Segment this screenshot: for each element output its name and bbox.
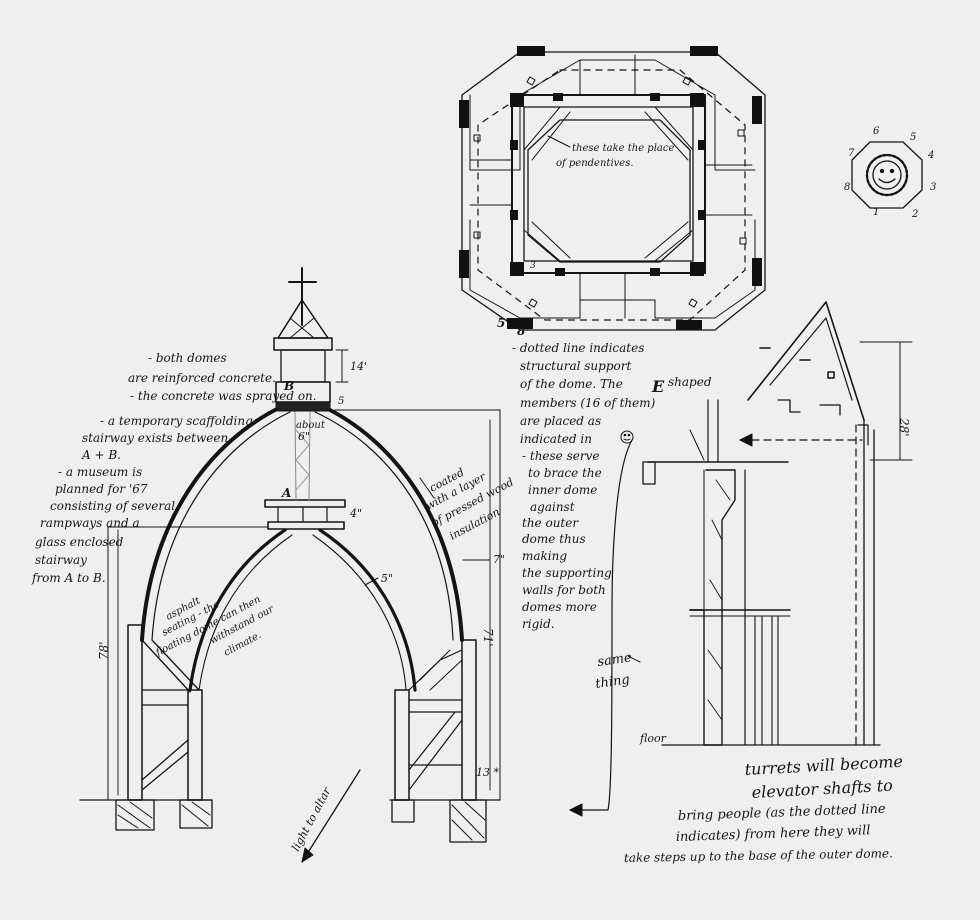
svg-text:indicates) from here they will: indicates) from here they will	[676, 823, 871, 845]
svg-text:from A to B.: from A to B.	[31, 571, 106, 585]
note-museum: - a museum is planned for '67 consisting…	[31, 465, 175, 585]
svg-text:planned for '67: planned for '67	[55, 482, 148, 496]
dim-about: about	[296, 420, 326, 431]
dim-71ft: 71'	[481, 628, 495, 647]
note-light-to-altar: light to altar	[289, 785, 334, 854]
dim-6in: 6"	[298, 430, 310, 443]
dim-7in: 7"	[493, 553, 505, 566]
svg-text:are reinforced concrete.: are reinforced concrete.	[128, 371, 276, 385]
dim-14ft: 14'	[350, 360, 367, 373]
svg-text:domes more: domes more	[522, 600, 597, 614]
svg-text:against: against	[530, 500, 575, 514]
plan-dim-3: 3	[530, 261, 536, 271]
svg-text:rampways and a: rampways and a	[40, 516, 140, 530]
label-b: B	[283, 379, 294, 393]
svg-text:walls for both: walls for both	[522, 583, 606, 597]
svg-text:same: same	[596, 650, 632, 670]
svg-text:- these serve: - these serve	[522, 449, 599, 463]
svg-text:stairway exists between: stairway exists between	[82, 431, 228, 445]
e-shaped-symbol: E	[651, 377, 665, 396]
svg-text:glass enclosed: glass enclosed	[35, 535, 124, 549]
svg-text:take steps up to the base of t: take steps up to the base of the outer d…	[624, 846, 893, 865]
svg-text:to brace the: to brace the	[528, 466, 602, 480]
svg-text:- a temporary scaffolding: - a temporary scaffolding	[100, 414, 253, 428]
label-13-star: 13 *	[476, 766, 499, 779]
svg-text:members (16 of them): members (16 of them)	[520, 396, 656, 410]
dome-section-view	[79, 267, 501, 863]
svg-text:A + B.: A + B.	[81, 448, 121, 462]
note-scaffold: - a temporary scaffolding stairway exist…	[81, 414, 253, 462]
svg-text:indicated in: indicated in	[520, 432, 592, 446]
dim-4in: 4"	[349, 507, 362, 520]
note-asphalt: asphalt seating - the floating dome can …	[153, 594, 276, 659]
svg-text:- both domes: - both domes	[148, 351, 227, 365]
key-6: 6	[873, 126, 880, 137]
svg-text:rigid.: rigid.	[522, 617, 555, 631]
dim-78ft: 78'	[97, 641, 111, 660]
note-same-thing: same thing	[594, 650, 632, 692]
plan-piers	[459, 46, 762, 330]
svg-text:of the dome. The: of the dome. The	[520, 377, 623, 391]
svg-text:shaped: shaped	[668, 375, 712, 389]
plan-dim-8ft: 8'	[517, 324, 529, 338]
key-2: 2	[911, 209, 918, 220]
svg-text:stairway: stairway	[35, 553, 87, 567]
key-3: 3	[930, 182, 936, 193]
svg-text:making: making	[522, 549, 567, 563]
key-7: 7	[848, 148, 855, 159]
note-pendentives-1: these take the place	[572, 143, 674, 154]
turret-key-smiley	[851, 141, 923, 209]
svg-text:the supporting: the supporting	[522, 566, 612, 580]
dome-plan-view	[461, 51, 766, 331]
svg-text:inner dome: inner dome	[528, 483, 597, 497]
key-4: 4	[927, 150, 934, 161]
turret-elevation	[569, 301, 913, 817]
svg-text:the outer: the outer	[522, 516, 579, 530]
svg-text:thing: thing	[594, 672, 630, 692]
note-these-serve: - these serve to brace the inner dome ag…	[522, 449, 612, 631]
note-dotted-line: - dotted line indicates structural suppo…	[512, 341, 712, 446]
dim-28ft: 28'	[897, 417, 911, 437]
note-turrets: turrets will become elevator shafts to b…	[624, 752, 903, 865]
svg-text:structural support: structural support	[520, 359, 631, 373]
svg-text:turrets will become: turrets will become	[744, 752, 903, 779]
key-1: 1	[873, 207, 879, 218]
svg-text:bring people (as the dotted li: bring people (as the dotted line	[678, 802, 887, 824]
plan-small-squares	[473, 76, 747, 308]
note-pendentives-2: of pendentives.	[556, 158, 634, 169]
svg-text:dome thus: dome thus	[522, 532, 586, 546]
svg-text:- a museum is: - a museum is	[58, 465, 142, 479]
plan-dim-5ft: 5'	[497, 316, 509, 330]
dim-5in: 5"	[381, 572, 393, 585]
svg-text:consisting of several: consisting of several	[50, 499, 175, 513]
note-domes: - both domes are reinforced concrete. - …	[128, 351, 317, 403]
svg-text:- the concrete was sprayed on.: - the concrete was sprayed on.	[130, 389, 317, 403]
svg-text:elevator shafts to: elevator shafts to	[751, 776, 893, 802]
key-8: 8	[844, 182, 850, 193]
key-5: 5	[910, 132, 916, 143]
label-a: A	[281, 486, 291, 500]
svg-text:- dotted line indicates: - dotted line indicates	[512, 341, 644, 355]
small-smiley-icon	[620, 430, 634, 444]
label-five: 5	[338, 396, 344, 407]
pendentive-leader	[547, 135, 571, 148]
svg-text:are placed as: are placed as	[520, 414, 601, 428]
label-floor: floor	[639, 732, 667, 745]
